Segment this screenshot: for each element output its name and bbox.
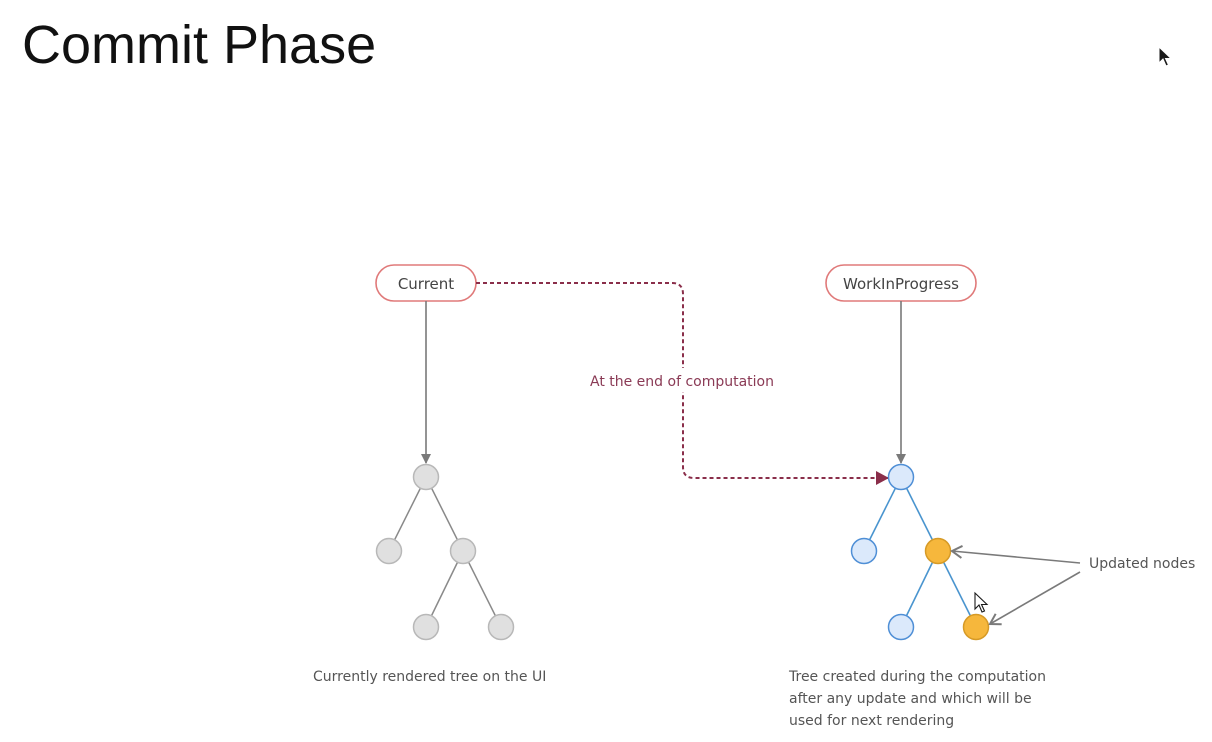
tree-edge: [388, 476, 427, 552]
tree-edge: [900, 476, 939, 552]
current-tree-caption: Currently rendered tree on the UI: [313, 669, 546, 685]
wip-tree-caption-line-3: used for next rendering: [789, 713, 954, 729]
updated-tree-node: [924, 537, 952, 565]
wip-root-label: WorkInProgress: [825, 264, 977, 302]
link-label: At the end of computation: [590, 374, 774, 390]
tree-edge: [937, 550, 977, 628]
tree-node: [375, 537, 403, 565]
updated-tree-node: [962, 613, 990, 641]
tree-node: [412, 463, 440, 491]
tree-node: [887, 463, 915, 491]
tree-node: [887, 613, 915, 641]
tree-node: [449, 537, 477, 565]
tree-node: [487, 613, 515, 641]
tree-edge: [425, 476, 464, 552]
tree-node: [850, 537, 878, 565]
tree-edge: [462, 550, 502, 628]
tree-node: [412, 613, 440, 641]
wip-tree: [850, 463, 990, 641]
updated-nodes-arrow: [988, 571, 1081, 626]
wip-tree-caption-line-2: after any update and which will be: [789, 691, 1032, 707]
updated-nodes-arrow: [950, 545, 1081, 564]
wip-tree-caption-line-1: Tree created during the computation: [788, 669, 1046, 685]
tree-edge: [425, 550, 464, 628]
tree-edge: [900, 550, 939, 628]
commit-dashed-arrow: [476, 282, 889, 485]
current-tree: [375, 463, 515, 641]
tree-edge: [863, 476, 902, 552]
link-label-background: [582, 368, 784, 392]
wip-label-text: WorkInProgress: [843, 275, 959, 293]
updated-nodes-label: Updated nodes: [1089, 556, 1195, 572]
mouse-pointer-icon: [1158, 45, 1173, 67]
current-root-label: Current: [375, 264, 477, 302]
slide-title: Commit Phase: [22, 15, 377, 75]
current-label-text: Current: [398, 275, 454, 293]
mouse-pointer-icon: [974, 591, 989, 613]
